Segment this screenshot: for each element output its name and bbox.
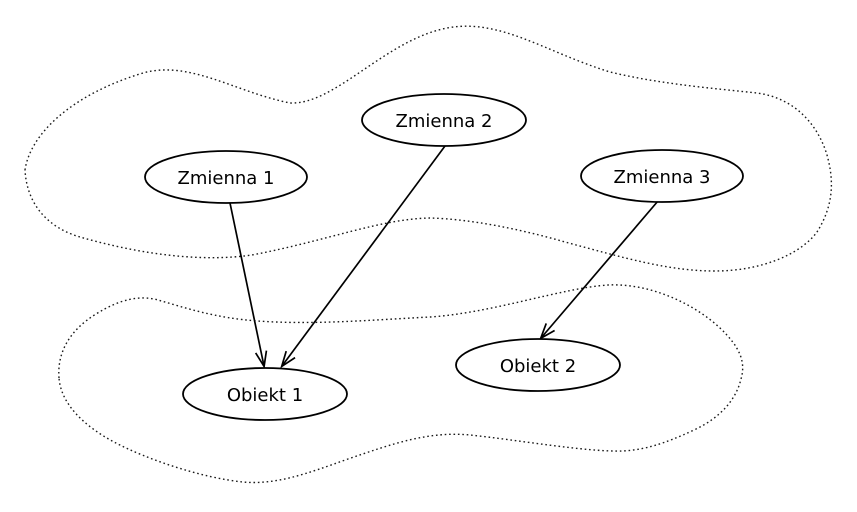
node-zmienna-1-label: Zmienna 1: [178, 168, 275, 189]
node-obiekt-2-label: Obiekt 2: [500, 356, 576, 377]
node-zmienna-3: Zmienna 3: [580, 149, 744, 203]
node-obiekt-1-ellipse: [182, 367, 348, 421]
edges-layer: [229, 145, 659, 369]
node-zmienna-1-ellipse: [144, 150, 308, 204]
edge-zmienna3-to-obiekt2: [539, 200, 659, 341]
node-zmienna-1: Zmienna 1: [144, 150, 308, 204]
node-obiekt-1-label: Obiekt 1: [227, 385, 303, 406]
node-obiekt-2-ellipse: [455, 338, 621, 392]
node-zmienna-3-ellipse: [580, 149, 744, 203]
node-zmienna-2-ellipse: [361, 93, 527, 147]
node-obiekt-2: Obiekt 2: [455, 338, 621, 392]
node-obiekt-1: Obiekt 1: [182, 367, 348, 421]
node-zmienna-2-label: Zmienna 2: [396, 111, 493, 132]
node-zmienna-3-label: Zmienna 3: [614, 167, 711, 188]
objects-region-outline: [58, 284, 744, 484]
node-zmienna-2: Zmienna 2: [361, 93, 527, 147]
variables-region-outline: [24, 25, 833, 272]
edge-zmienna1-to-obiekt1: [229, 202, 268, 369]
edge-zmienna2-to-obiekt1: [280, 145, 446, 369]
